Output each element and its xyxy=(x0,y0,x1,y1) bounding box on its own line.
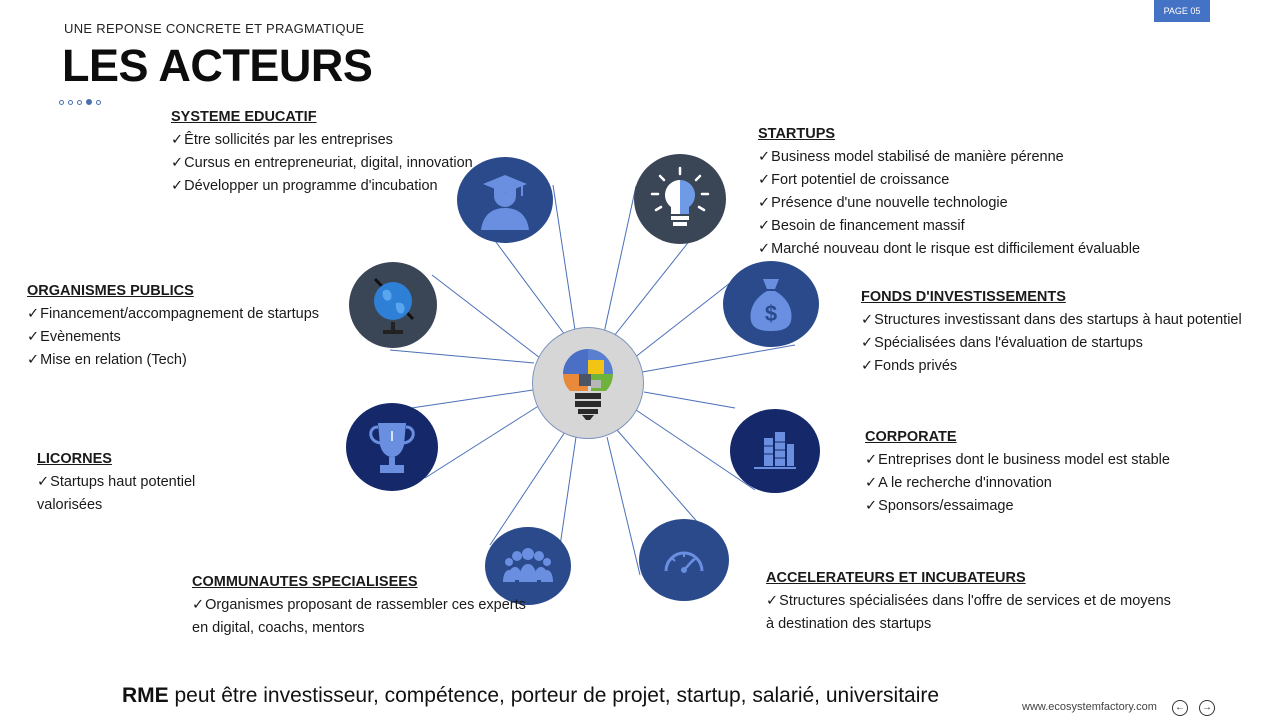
actor-circle-startups xyxy=(634,154,726,244)
svg-text:$: $ xyxy=(765,301,777,326)
slide-kicker: UNE REPONSE CONCRETE ET PRAGMATIQUE xyxy=(64,21,365,36)
actor-item: Business model stabilisé de manière pére… xyxy=(758,146,1178,169)
actor-title: COMMUNAUTES SPECIALISEES xyxy=(192,574,418,590)
actor-item: Startups haut potentiel xyxy=(37,471,257,494)
arrow-left-icon: ← xyxy=(1175,702,1185,713)
actor-item: Développer un programme d'incubation xyxy=(171,175,501,198)
actor-item: Entreprises dont le business model est s… xyxy=(865,449,1265,472)
actor-circle-organismes-publics xyxy=(349,262,437,348)
progress-dot xyxy=(96,99,101,105)
money-bag-icon: $ xyxy=(750,279,792,331)
actor-block-organismes-publics: ORGANISMES PUBLICS Financement/accompagn… xyxy=(27,280,337,372)
actor-circle-licornes xyxy=(346,403,438,491)
actor-title: ACCELERATEURS ET INCUBATEURS xyxy=(766,570,1026,586)
actor-block-corporate: CORPORATE Entreprises dont le business m… xyxy=(865,426,1265,518)
actor-circle-fonds: $ xyxy=(723,261,819,347)
actor-item: Organismes proposant de rassembler ces e… xyxy=(192,594,572,617)
actor-title: CORPORATE xyxy=(865,429,957,445)
building-icon xyxy=(754,432,796,469)
lightbulb-puzzle-icon xyxy=(563,349,613,420)
actor-circle-accelerateurs xyxy=(639,519,729,601)
people-group-icon xyxy=(503,548,553,582)
actor-item: A le recherche d'innovation xyxy=(865,472,1265,495)
globe-icon xyxy=(373,277,415,334)
actor-item: Structures investissant dans des startup… xyxy=(861,309,1271,332)
actor-block-systeme-educatif: SYSTEME EDUCATIF Être sollicités par les… xyxy=(171,106,501,198)
actor-item: Structures spécialisées dans l'offre de … xyxy=(766,590,1226,613)
actor-block-communautes: COMMUNAUTES SPECIALISEES Organismes prop… xyxy=(192,571,572,640)
hub-circle xyxy=(532,327,644,439)
actor-item: Marché nouveau dont le risque est diffic… xyxy=(758,238,1178,261)
actor-item: Cursus en entrepreneuriat, digital, inno… xyxy=(171,152,501,175)
actor-item: Être sollicités par les entreprises xyxy=(171,129,501,152)
trophy-icon xyxy=(369,423,415,473)
actor-item: Fonds privés xyxy=(861,355,1271,378)
progress-dot xyxy=(77,99,82,105)
rme-label: RME xyxy=(122,684,169,707)
actor-title: FONDS D'INVESTISSEMENTS xyxy=(861,289,1066,305)
actor-item-continuation: à destination des startups xyxy=(766,616,932,632)
actor-block-fonds: FONDS D'INVESTISSEMENTS Structures inves… xyxy=(861,286,1271,378)
page-badge: PAGE 05 xyxy=(1154,0,1210,22)
actor-block-accelerateurs: ACCELERATEURS ET INCUBATEURS Structures … xyxy=(766,567,1226,636)
actor-item: Fort potentiel de croissance xyxy=(758,169,1178,192)
speedometer-icon xyxy=(664,551,704,573)
actor-item-continuation: valorisées xyxy=(37,497,103,513)
progress-dot-active xyxy=(86,99,92,105)
actor-item: Sponsors/essaimage xyxy=(865,495,1265,518)
actor-item: Besoin de financement massif xyxy=(758,215,1178,238)
footer-url[interactable]: www.ecosystemfactory.com xyxy=(1022,701,1157,713)
actor-block-licornes: LICORNES Startups haut potentiel valoris… xyxy=(37,448,257,517)
slide-title: LES ACTEURS xyxy=(62,40,373,91)
actor-item: Spécialisées dans l'évaluation de startu… xyxy=(861,332,1271,355)
rme-statement: RME peut être investisseur, compétence, … xyxy=(122,684,939,708)
progress-dot xyxy=(59,99,64,105)
prev-slide-button[interactable]: ← xyxy=(1172,700,1188,716)
actor-item: Evènements xyxy=(27,326,337,349)
actor-block-startups: STARTUPS Business model stabilisé de man… xyxy=(758,123,1178,261)
actor-item: Présence d'une nouvelle technologie xyxy=(758,192,1178,215)
actor-title: LICORNES xyxy=(37,451,112,467)
actor-circle-communautes xyxy=(485,527,571,605)
actor-title: ORGANISMES PUBLICS xyxy=(27,283,194,299)
progress-dot xyxy=(68,99,73,105)
actor-title: STARTUPS xyxy=(758,126,836,142)
actor-item: Financement/accompagnement de startups xyxy=(27,303,337,326)
arrow-right-icon: → xyxy=(1202,702,1212,713)
rme-text: peut être investisseur, compétence, port… xyxy=(168,684,940,707)
actor-circle-systeme-educatif xyxy=(457,157,553,243)
actor-item-continuation: en digital, coachs, mentors xyxy=(192,620,365,636)
lightbulb-icon xyxy=(650,166,710,226)
progress-dots xyxy=(59,99,101,105)
actor-item: Mise en relation (Tech) xyxy=(27,349,337,372)
actor-circle-corporate xyxy=(730,409,820,493)
next-slide-button[interactable]: → xyxy=(1199,700,1215,716)
actor-title: SYSTEME EDUCATIF xyxy=(171,109,317,125)
